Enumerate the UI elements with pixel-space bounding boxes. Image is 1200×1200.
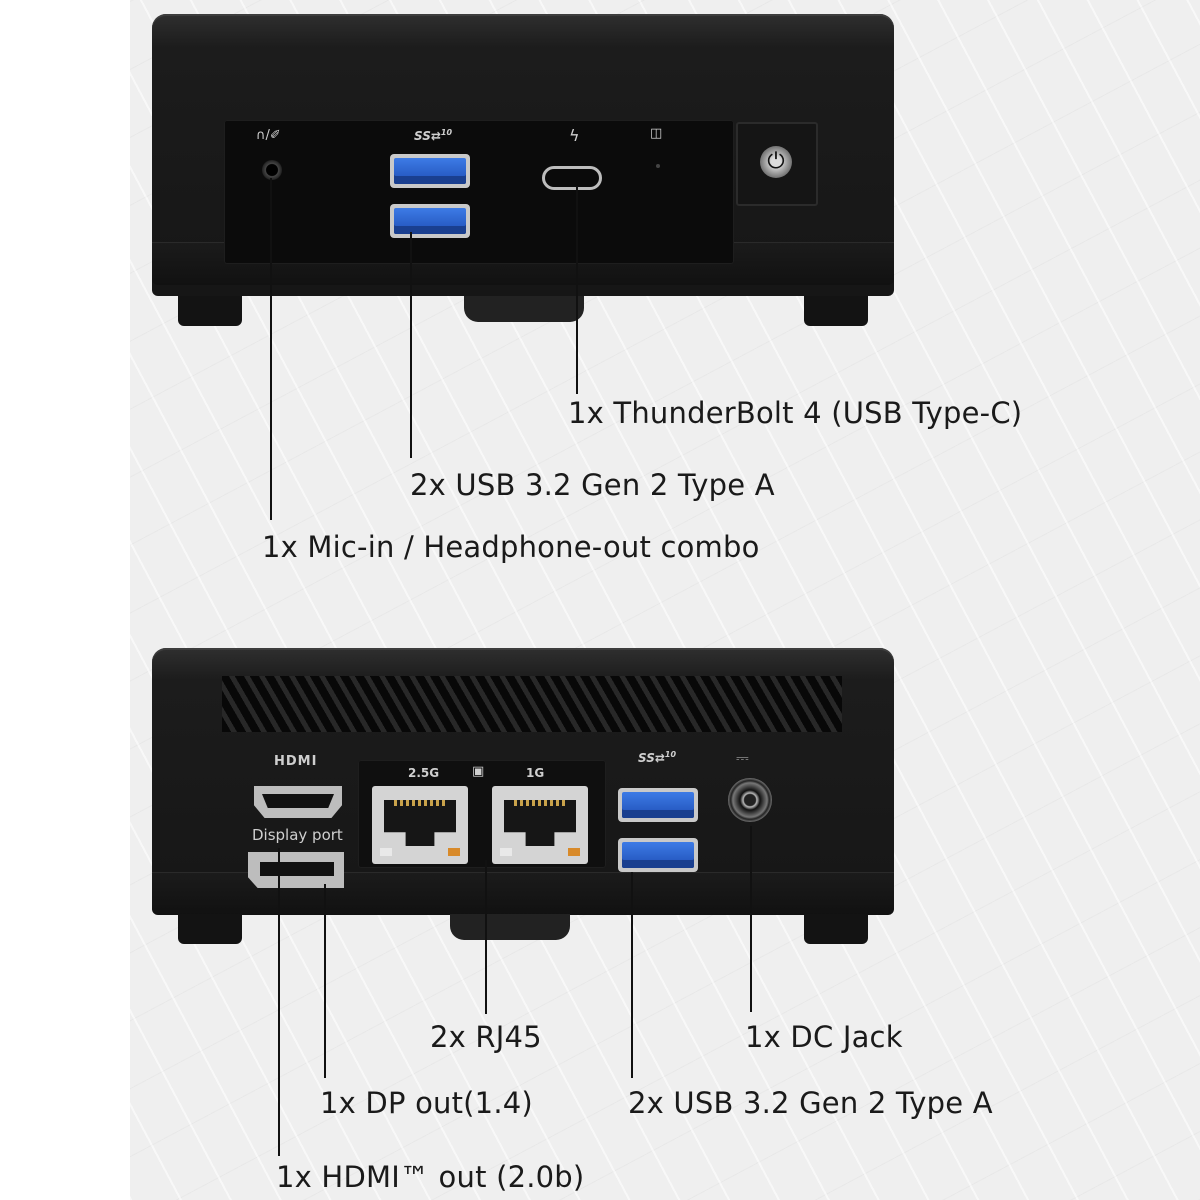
rear-vents (222, 676, 842, 732)
hdmi-out-callout: 1x HDMI™ out (2.0b) (276, 1160, 585, 1194)
front-usb-a-port-2 (390, 204, 470, 238)
network-icon: ▣ (472, 764, 485, 779)
rj45-panel: 2.5G ▣ 1G (358, 760, 606, 868)
rear-center-tab (450, 914, 570, 940)
usb-logo-text: SS⇄ (414, 129, 441, 143)
rj45-right-label: 1G (526, 766, 545, 780)
usb-ss10-logo: SS⇄10 (414, 128, 452, 143)
display-port-label: Display port (252, 826, 343, 844)
rear-usb-ss10-logo: SS⇄10 (638, 750, 676, 765)
audio-callout-line (270, 178, 272, 520)
power-icon: ⏻ (760, 146, 792, 178)
power-button[interactable]: ⏻ (736, 122, 818, 206)
rear-right-foot (804, 914, 868, 944)
hdmi-callout-line (278, 848, 280, 1156)
lightning-icon: ϟ (569, 126, 580, 145)
dp-out-callout: 1x DP out(1.4) (320, 1086, 533, 1120)
audio-combo-jack (262, 160, 282, 180)
rear-usb-a-port-1 (618, 788, 698, 822)
thunderbolt-usb-c-port (542, 166, 602, 190)
hdmi-logo: HDMI (274, 754, 318, 769)
rear-usb-callout: 2x USB 3.2 Gen 2 Type A (628, 1086, 993, 1120)
hdd-icon: ◫ (650, 126, 663, 141)
front-usb-callout-line (410, 232, 412, 458)
audio-callout: 1x Mic-in / Headphone-out combo (262, 530, 760, 564)
rj45-callout: 2x RJ45 (430, 1020, 542, 1054)
dc-symbol-icon: ⎓ (736, 748, 749, 767)
front-left-foot (178, 296, 242, 326)
storage-led (656, 164, 660, 168)
dc-callout-line (750, 826, 752, 1012)
rear-usb-callout-line (631, 872, 633, 1078)
dp-callout-line (324, 884, 326, 1078)
dc-power-jack (728, 778, 772, 822)
rj45-left-label: 2.5G (408, 766, 440, 780)
front-right-foot (804, 296, 868, 326)
hdmi-port (254, 786, 342, 818)
rear-usb-a-port-2 (618, 838, 698, 872)
headphone-mic-icon: ∩/✐ (256, 128, 281, 143)
front-io-panel: ∩/✐ SS⇄10 ϟ ◫ (224, 120, 734, 264)
background-left-strip (0, 0, 130, 1200)
usb-logo-sup: 10 (440, 128, 453, 137)
rj45-port-2-5g (372, 786, 468, 864)
rj45-port-1g (492, 786, 588, 864)
rear-left-foot (178, 914, 242, 944)
displayport-port (248, 852, 344, 888)
thunderbolt-callout: 1x ThunderBolt 4 (USB Type-C) (568, 396, 1023, 430)
front-center-tab (464, 296, 584, 322)
rj45-callout-line (485, 860, 487, 1014)
rear-usb-logo-sup: 10 (664, 750, 677, 759)
front-usb-a-port-1 (390, 154, 470, 188)
front-usb-callout: 2x USB 3.2 Gen 2 Type A (410, 468, 775, 502)
dc-jack-callout: 1x DC Jack (745, 1020, 903, 1054)
thunderbolt-callout-line (576, 186, 578, 394)
rear-usb-logo-text: SS⇄ (638, 751, 665, 765)
